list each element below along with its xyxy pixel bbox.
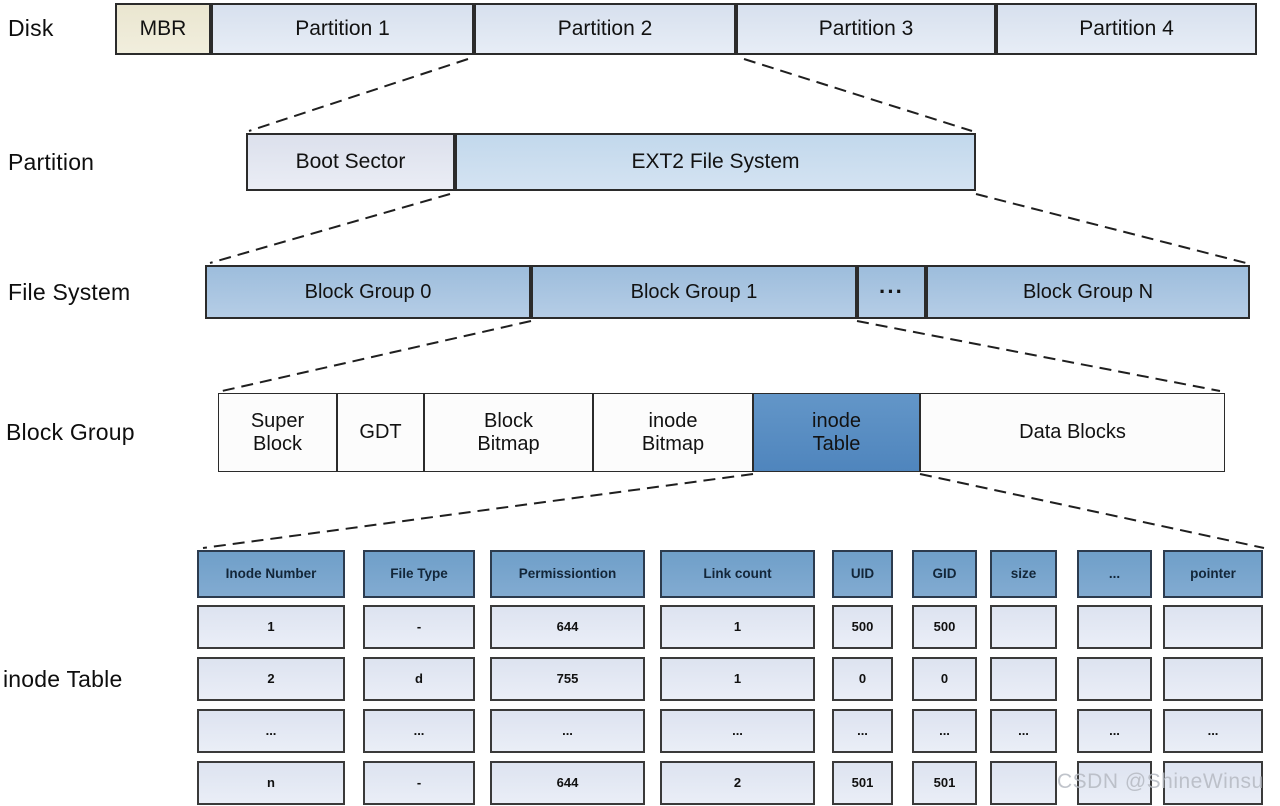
- disk-cell-partition-4: Partition 4: [996, 3, 1257, 55]
- bg-cell-gdt: GDT: [337, 393, 424, 472]
- inode-cell: ...: [490, 709, 645, 753]
- fs-cell-block-group-0: Block Group 0: [205, 265, 531, 319]
- inode-col-header: pointer: [1163, 550, 1263, 598]
- inode-col-header: ...: [1077, 550, 1152, 598]
- bg-cell-data-blocks: Data Blocks: [920, 393, 1225, 472]
- inode-cell: 0: [912, 657, 977, 701]
- disk-level-label: Disk: [8, 15, 54, 41]
- inode-col-header: Link count: [660, 550, 815, 598]
- inode-col-header: GID: [912, 550, 977, 598]
- disk-cell-partition-2: Partition 2: [474, 3, 736, 55]
- inode-col-header: File Type: [363, 550, 475, 598]
- inode-cell: 644: [490, 761, 645, 805]
- inode-cell: [990, 605, 1057, 649]
- disk-cell-partition-3: Partition 3: [736, 3, 996, 55]
- inode-cell: 2: [197, 657, 345, 701]
- partition-cell-ext2: EXT2 File System: [455, 133, 976, 191]
- inode-col-header: UID: [832, 550, 893, 598]
- file-system-level-label: File System: [8, 279, 131, 305]
- inode-table-level-label: inode Table: [3, 666, 123, 692]
- inode-cell: [1163, 605, 1263, 649]
- inode-cell: [1077, 761, 1152, 805]
- connector-line: [221, 320, 532, 392]
- bg-cell-super-block: Super Block: [218, 393, 337, 472]
- block-group-level-label: Block Group: [6, 419, 135, 445]
- connector-line: [209, 193, 451, 264]
- inode-cell: 2: [660, 761, 815, 805]
- watermark: CSDN @ShineWinsu: [1057, 770, 1264, 793]
- inode-col-header: Inode Number: [197, 550, 345, 598]
- inode-cell: ...: [990, 709, 1057, 753]
- inode-cell: [1077, 605, 1152, 649]
- inode-cell: ...: [1163, 709, 1263, 753]
- inode-cell: ...: [363, 709, 475, 753]
- connector-line: [856, 320, 1221, 392]
- fs-cell-block-group-1: Block Group 1: [531, 265, 857, 319]
- inode-cell: 644: [490, 605, 645, 649]
- inode-cell: 755: [490, 657, 645, 701]
- connector-line: [202, 473, 754, 549]
- inode-cell: -: [363, 761, 475, 805]
- inode-cell: 500: [912, 605, 977, 649]
- inode-cell: 1: [660, 605, 815, 649]
- inode-cell: 500: [832, 605, 893, 649]
- connector-line: [975, 193, 1247, 264]
- disk-cell-mbr: MBR: [115, 3, 211, 55]
- inode-cell: ...: [1077, 709, 1152, 753]
- connector-line: [743, 58, 973, 132]
- bg-cell-inode-table: inode Table: [753, 393, 920, 472]
- inode-cell: ...: [660, 709, 815, 753]
- disk-cell-partition-1: Partition 1: [211, 3, 474, 55]
- inode-cell: [1163, 761, 1263, 805]
- inode-cell: 501: [832, 761, 893, 805]
- inode-cell: 1: [660, 657, 815, 701]
- bg-cell-inode-bitmap: inode Bitmap: [593, 393, 753, 472]
- inode-cell: 1: [197, 605, 345, 649]
- fs-cell-block-group-n: Block Group N: [926, 265, 1250, 319]
- inode-col-header: size: [990, 550, 1057, 598]
- partition-level-label: Partition: [8, 149, 95, 175]
- inode-cell: [1077, 657, 1152, 701]
- fs-cell-ellipsis: ···: [857, 265, 926, 319]
- inode-cell: d: [363, 657, 475, 701]
- inode-col-header: Permissiontion: [490, 550, 645, 598]
- connector-line: [919, 473, 1265, 549]
- inode-cell: n: [197, 761, 345, 805]
- inode-cell: [1163, 657, 1263, 701]
- inode-cell: [990, 761, 1057, 805]
- connector-line: [248, 58, 469, 132]
- inode-cell: [990, 657, 1057, 701]
- partition-cell-boot-sector: Boot Sector: [246, 133, 455, 191]
- inode-cell: ...: [197, 709, 345, 753]
- inode-cell: 0: [832, 657, 893, 701]
- inode-cell: -: [363, 605, 475, 649]
- inode-cell: 501: [912, 761, 977, 805]
- inode-cell: ...: [832, 709, 893, 753]
- bg-cell-block-bitmap: Block Bitmap: [424, 393, 593, 472]
- inode-cell: ...: [912, 709, 977, 753]
